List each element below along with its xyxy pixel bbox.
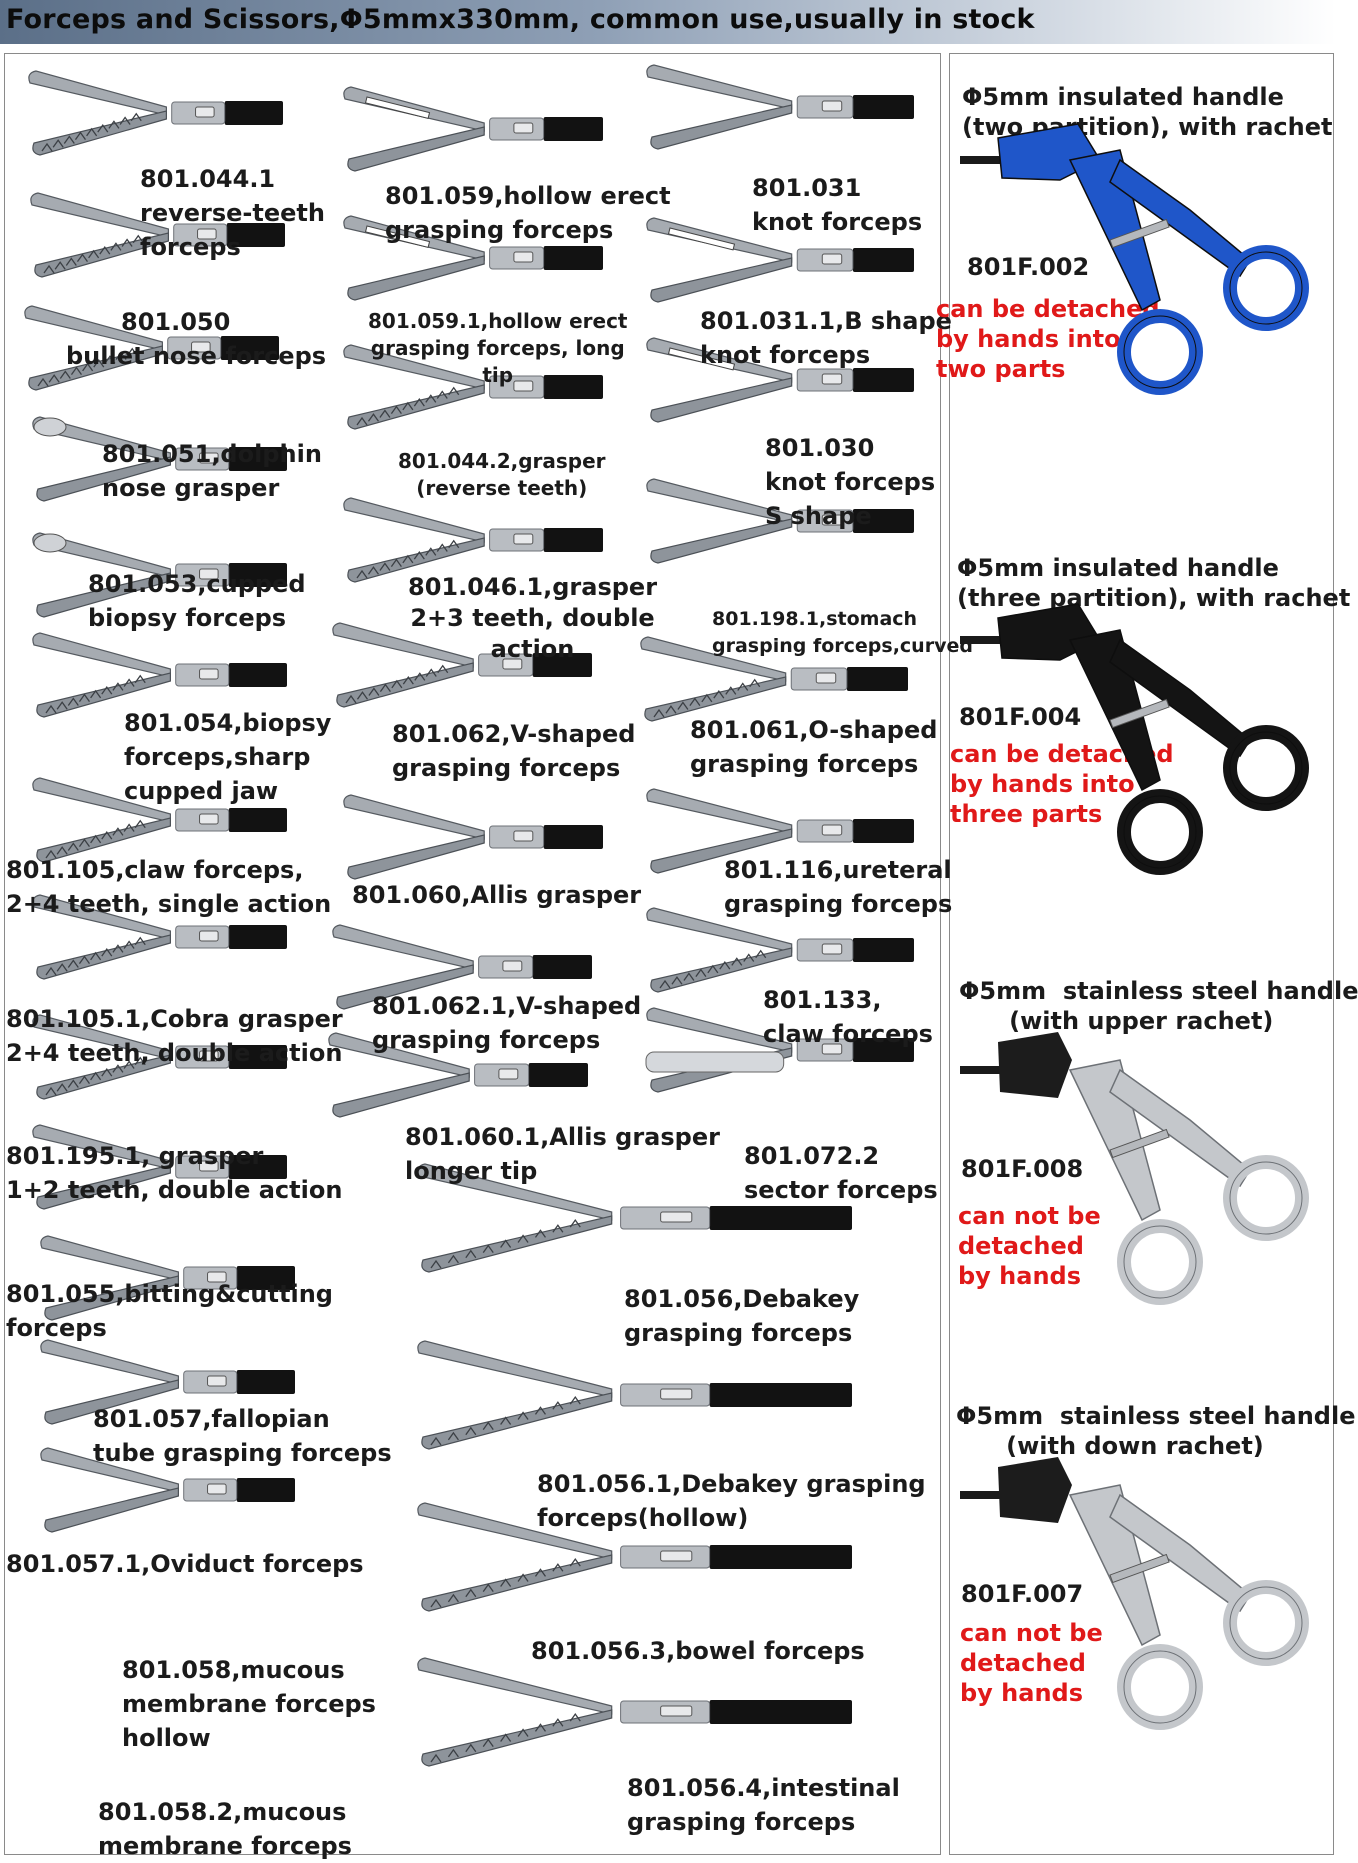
label-801-105-1: 801.105.1,Cobra grasper 2+4 teeth, doubl… bbox=[6, 1005, 343, 1067]
instrument-col1-8-illustration bbox=[32, 894, 287, 980]
handle-3-note: can not be detached by hands bbox=[958, 1202, 1101, 1290]
label-801-072-2: 801.072.2 sector forceps bbox=[744, 1142, 938, 1204]
label-801-105: 801.105,claw forceps, 2+4 teeth, single … bbox=[6, 856, 332, 918]
instrument-col1-1-illustration bbox=[28, 70, 283, 156]
long-forceps-3-illustration bbox=[417, 1502, 852, 1612]
label-801-055: 801.055,bitting&cutting forceps bbox=[6, 1280, 333, 1342]
instrument-col1-12-illustration bbox=[40, 1339, 295, 1425]
label-801-056-4: 801.056.4,intestinal grasping forceps bbox=[627, 1774, 900, 1836]
instrument-col2-3-illustration bbox=[343, 344, 603, 430]
label-801-059-1: 801.059.1,hollow erect grasping forceps,… bbox=[368, 309, 628, 387]
instrument-col3-7-illustration bbox=[646, 907, 914, 993]
handle-2-note: can be detached by hands into three part… bbox=[950, 740, 1174, 828]
label-801-056-1: 801.056.1,Debakey grasping forceps(hollo… bbox=[537, 1470, 926, 1532]
long-forceps-4-illustration bbox=[417, 1657, 852, 1767]
label-801-056: 801.056,Debakey grasping forceps bbox=[624, 1285, 860, 1347]
long-forceps-2-illustration bbox=[417, 1340, 852, 1450]
instrument-col1-9-illustration bbox=[32, 1014, 287, 1100]
instrument-col2-5-illustration bbox=[332, 622, 592, 708]
label-801-051: 801.051,dolphin nose grasper bbox=[102, 440, 322, 502]
handle-1-model: 801F.002 bbox=[967, 253, 1090, 281]
instrument-col1-2-illustration bbox=[30, 192, 285, 278]
instrument-col3-4-illustration bbox=[646, 478, 914, 564]
instrument-col1-13-illustration bbox=[40, 1447, 295, 1533]
instrument-col3-3-illustration bbox=[646, 337, 914, 423]
label-801-116: 801.116,ureteral grasping forceps bbox=[724, 856, 953, 918]
handle-4-title: Φ5mm stainless steel handle (with down r… bbox=[956, 1402, 1356, 1460]
instrument-col2-4-illustration bbox=[343, 497, 603, 583]
header-banner: Forceps and Scissors,Φ5mmx330mm, common … bbox=[0, 0, 1336, 44]
label-801-060-1: 801.060.1,Allis grasper longer tip bbox=[405, 1123, 720, 1185]
label-801-057-1: 801.057.1,Oviduct forceps bbox=[6, 1550, 364, 1578]
label-801-044-1: 801.044.1 reverse-teeth forceps bbox=[140, 165, 325, 261]
instrument-col3-5-illustration bbox=[640, 636, 908, 722]
instrument-col2-1-illustration bbox=[343, 86, 603, 172]
instrument-col2-2-illustration bbox=[343, 215, 603, 301]
handle-4-model: 801F.007 bbox=[961, 1580, 1084, 1608]
instrument-col1-4-illustration bbox=[32, 416, 287, 502]
label-801-057: 801.057,fallopian tube grasping forceps bbox=[93, 1405, 392, 1467]
handle-801f-007-illustration bbox=[960, 1457, 1309, 1730]
handle-801f-002-illustration bbox=[960, 123, 1309, 395]
instrument-col3-1-illustration bbox=[646, 64, 914, 150]
instrument-col2-6-illustration bbox=[343, 794, 603, 880]
label-801-053: 801.053,cupped biopsy forceps bbox=[88, 570, 306, 632]
handle-801f-004-illustration bbox=[960, 603, 1309, 875]
label-801-044-2: 801.044.2,grasper (reverse teeth) bbox=[398, 449, 606, 500]
handles-panel bbox=[949, 53, 1334, 1855]
page-title: Forceps and Scissors,Φ5mmx330mm, common … bbox=[6, 4, 1035, 35]
label-801-056-3: 801.056.3,bowel forceps bbox=[531, 1637, 865, 1665]
handle-2-title: Φ5mm insulated handle (three partition),… bbox=[957, 554, 1351, 612]
instrument-col1-3-illustration bbox=[24, 305, 279, 391]
instrument-col1-11-illustration bbox=[40, 1235, 295, 1321]
label-801-030: 801.030 knot forceps S shape bbox=[765, 434, 936, 530]
instrument-col3-6-illustration bbox=[646, 788, 914, 874]
label-801-198-1: 801.198.1,stomach grasping forceps,curve… bbox=[712, 608, 973, 657]
handle-3-model: 801F.008 bbox=[961, 1155, 1084, 1183]
label-801-060: 801.060,Allis grasper bbox=[352, 881, 642, 909]
handle-4-note: can not be detached by hands bbox=[960, 1619, 1103, 1707]
label-801-046-1: 801.046.1,grasper 2+3 teeth, double acti… bbox=[408, 573, 658, 663]
instrument-col2-7-illustration bbox=[332, 924, 592, 1010]
label-801-031: 801.031 knot forceps bbox=[752, 174, 923, 236]
label-801-058-2: 801.058.2,mucous membrane forceps bbox=[98, 1798, 352, 1860]
label-801-050: 801.050 bullet nose forceps bbox=[66, 308, 327, 370]
instrument-col1-10-illustration bbox=[32, 1124, 287, 1210]
label-801-133: 801.133, claw forceps bbox=[763, 986, 933, 1048]
instrument-col1-6-illustration bbox=[32, 632, 287, 718]
instrument-col3-2-illustration bbox=[646, 217, 914, 303]
long-forceps-1-illustration bbox=[417, 1163, 852, 1273]
handle-1-note: can be detached by hands into two parts bbox=[936, 295, 1160, 383]
label-801-195-1: 801.195.1, grasper 1+2 teeth, double act… bbox=[6, 1142, 343, 1204]
label-801-054: 801.054,biopsy forceps,sharp cupped jaw bbox=[124, 709, 332, 805]
instrument-col1-7-illustration bbox=[32, 777, 287, 863]
label-801-031-1: 801.031.1,B shape knot forceps bbox=[700, 307, 952, 369]
label-801-058: 801.058,mucous membrane forceps hollow bbox=[122, 1656, 376, 1752]
instrument-col1-5-illustration bbox=[32, 532, 287, 618]
label-801-059: 801.059,hollow erect grasping forceps bbox=[385, 182, 671, 244]
instrument-col2-8-illustration bbox=[328, 1032, 588, 1118]
label-801-062-1: 801.062.1,V-shaped grasping forceps bbox=[372, 992, 642, 1054]
handle-3-title: Φ5mm stainless steel handle (with upper … bbox=[959, 977, 1358, 1035]
instrument-col3-8-illustration bbox=[645, 1007, 914, 1093]
label-801-061: 801.061,O-shaped grasping forceps bbox=[690, 716, 938, 778]
label-801-062: 801.062,V-shaped grasping forceps bbox=[392, 720, 636, 782]
handle-801f-008-illustration bbox=[960, 1032, 1309, 1305]
handle-2-model: 801F.004 bbox=[959, 703, 1082, 731]
